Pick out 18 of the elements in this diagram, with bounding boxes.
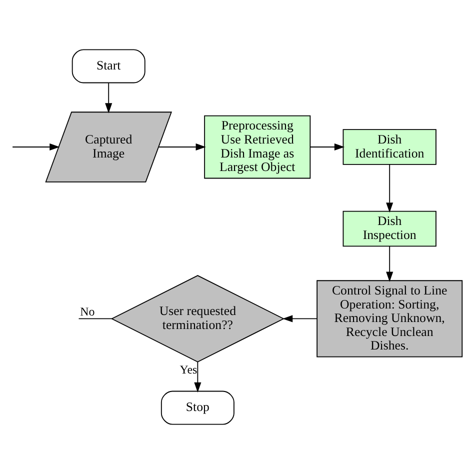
node-diamond: User requested termination?? [110, 275, 285, 362]
node-box: Dish Identification [342, 129, 436, 165]
arrow [194, 362, 202, 393]
node-box: Start [72, 49, 146, 84]
node-box: Control Signal to Line Operation: Sorting, Removing Unknown, Recycle Unclean Dishes. [316, 280, 463, 358]
node-box: Stop [160, 390, 234, 425]
arrow [105, 82, 112, 114]
arrow [386, 246, 394, 282]
edge-label: No [80, 304, 95, 318]
arrow [12, 143, 60, 151]
arrow [158, 143, 206, 151]
arrow [310, 143, 345, 151]
node-box: Dish Inspection [342, 210, 436, 247]
node-box: Preprocessing Use Retrieved Dish Image as Largest Object [204, 115, 311, 179]
edge-label: Yes [180, 362, 198, 376]
arrow [386, 164, 394, 213]
arrow [282, 315, 318, 322]
connector [78, 318, 112, 320]
